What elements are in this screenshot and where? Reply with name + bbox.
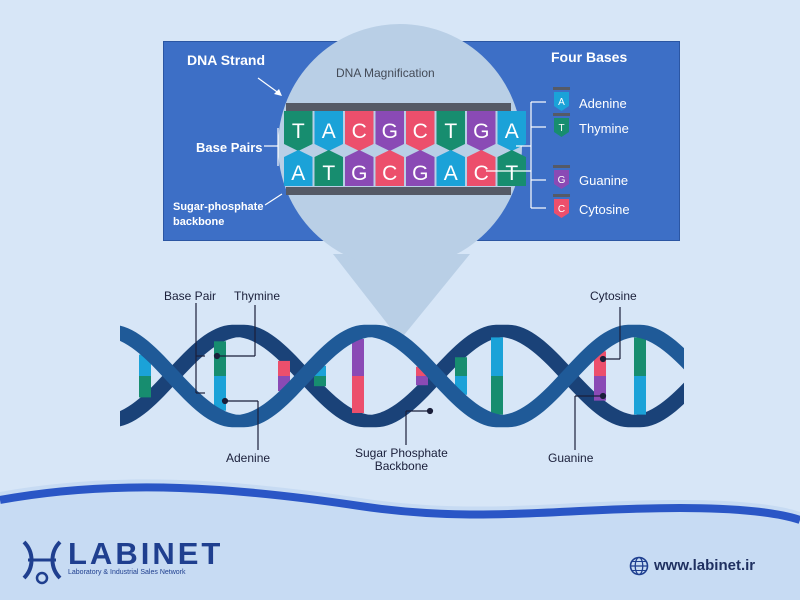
base-pair-cell: GC [375,111,404,186]
base-pair-cell: AT [497,111,526,186]
legend-name-thymine: Thymine [579,121,629,136]
helix-base-pair [352,338,364,414]
legend-name-cytosine: Cytosine [579,202,630,217]
base-letter-top: C [413,120,428,143]
base-letter-bottom: C [382,162,397,185]
helix-base-pair [634,337,646,415]
legend-name-adenine: Adenine [579,96,627,111]
base-letter-bottom: A [291,162,305,185]
legend-icon-cytosine: C [553,194,570,218]
base-letter-bottom: C [474,162,489,185]
base-letter-top: T [444,120,457,143]
legend-icon-guanine: G [553,165,570,189]
helix-base-pair [491,337,503,415]
svg-text:G: G [558,175,566,186]
svg-text:T: T [558,123,564,134]
labinet-logo-icon [22,540,62,585]
dna-strand-label: DNA Strand [187,52,266,68]
svg-text:A: A [558,97,565,108]
helix-label-cytosine: Cytosine [590,289,637,303]
backbone-strand-front [120,324,684,428]
sugar-backbone-label: Sugar-phosphate backbone [173,201,264,228]
base-pair-cell: TA [284,111,313,186]
website-link[interactable]: www.labinet.ir [654,557,756,574]
legend-name-guanine: Guanine [579,173,629,188]
base-letter-top: G [382,120,398,143]
base-letter-top: A [322,120,336,143]
helix-label-backbone: Sugar Phosphate Backbone [355,446,448,473]
base-pair-cell: TA [436,111,465,186]
helix-base-pair [314,365,326,387]
base-pair-cell: AT [314,111,343,186]
helix-label-adenine: Adenine [226,451,271,465]
helix-label-guanine: Guanine [548,451,594,465]
helix-label-base-pair: Base Pair [164,289,217,303]
backbone-strand-back [120,324,684,428]
base-letter-top: A [505,120,519,143]
base-pair-cell: CG [406,111,435,186]
helix-label-thymine: Thymine [234,289,281,303]
base-letter-bottom: T [322,162,335,185]
base-letter-top: T [292,120,305,143]
four-bases-title: Four Bases [551,49,628,65]
base-pair-cell: CG [345,111,374,186]
base-pairs-label: Base Pairs [196,140,263,155]
base-pair-cell: GC [467,111,496,186]
base-letter-top: G [473,120,489,143]
legend-icon-adenine: A [553,87,570,111]
base-letter-bottom: G [412,162,428,185]
brand-tagline: Laboratory & Industrial Sales Network [68,569,186,576]
base-letter-bottom: G [351,162,367,185]
magnifier-title: DNA Magnification [336,66,435,80]
globe-icon [629,556,649,576]
base-letter-top: C [352,120,367,143]
legend-icon-thymine: T [553,113,570,137]
base-letter-bottom: T [505,162,518,185]
base-letter-bottom: A [444,162,458,185]
brand-name: LABINET [68,536,224,571]
magnifier-lens [278,24,522,268]
svg-text:C: C [558,204,565,215]
